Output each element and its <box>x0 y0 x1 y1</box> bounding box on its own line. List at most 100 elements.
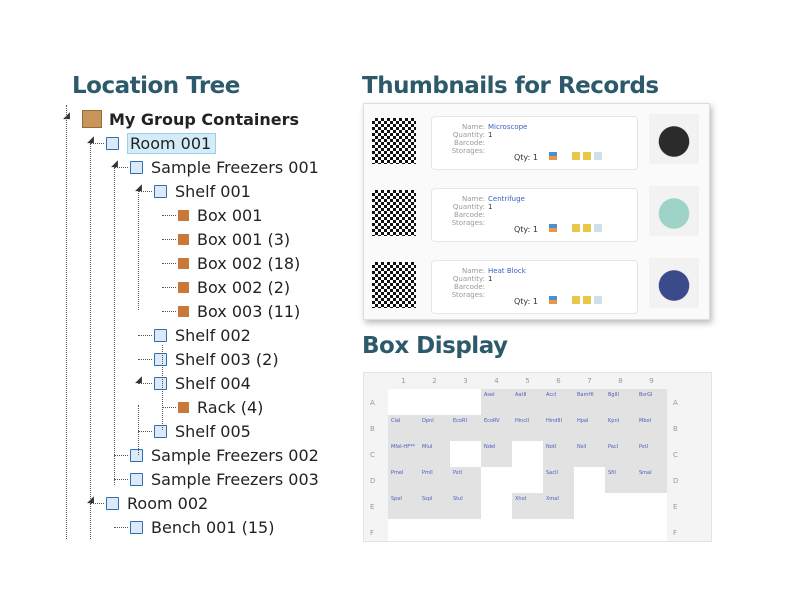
box-cell[interactable] <box>636 493 667 519</box>
box-cell[interactable]: BsrGI <box>636 389 667 415</box>
box-cell[interactable] <box>481 467 512 493</box>
column-label: 5 <box>525 377 530 385</box>
box-cell[interactable]: XhoI <box>512 493 543 519</box>
edit-icon[interactable] <box>572 224 580 232</box>
tree-node-label: My Group Containers <box>109 109 300 129</box>
user-icon[interactable] <box>549 296 557 304</box>
box-cell[interactable] <box>450 519 481 541</box>
box-cell[interactable]: SmaI <box>636 467 667 493</box>
expand-toggle-icon[interactable]: ◢ <box>135 375 142 385</box>
box-cell[interactable]: MfeI-HF** <box>388 441 419 467</box>
tree-node[interactable]: Room 001 <box>106 132 217 154</box>
box-cell[interactable]: PstI <box>450 467 481 493</box>
record-name-link[interactable]: Centrifuge <box>488 195 525 203</box>
box-cell[interactable]: MluI <box>419 441 450 467</box>
expand-toggle-icon[interactable]: ◢ <box>111 159 118 169</box>
box-cell[interactable]: AatII <box>512 389 543 415</box>
box-cell[interactable] <box>388 519 419 541</box>
box-cell[interactable]: HincII <box>512 415 543 441</box>
storages-label: Storages: <box>451 219 485 227</box>
box-cell[interactable]: PstI <box>636 441 667 467</box>
box-cell[interactable]: PmeI <box>388 467 419 493</box>
tree-node[interactable]: Shelf 001 <box>154 180 251 202</box>
box-cell[interactable]: HindIII <box>543 415 574 441</box>
user-icon[interactable] <box>549 224 557 232</box>
box-cell[interactable]: NotI <box>543 441 574 467</box>
row-label: B <box>370 425 375 433</box>
copy-icon[interactable] <box>583 224 591 232</box>
edit-icon[interactable] <box>572 296 580 304</box>
tree-node[interactable]: Shelf 004 <box>154 372 251 394</box>
box-cell[interactable] <box>450 441 481 467</box>
box-cell[interactable] <box>419 519 450 541</box>
box-cell[interactable] <box>512 467 543 493</box>
box-cell[interactable]: KpnI <box>605 415 636 441</box>
box-cell[interactable] <box>605 493 636 519</box>
tree-node[interactable]: Sample Freezers 001 <box>130 156 319 178</box>
tree-node[interactable]: Box 002 (18) <box>178 252 300 274</box>
box-cell[interactable]: MboI <box>636 415 667 441</box>
box-cell[interactable]: AccI <box>543 389 574 415</box>
box-cell[interactable] <box>543 519 574 541</box>
box-cell[interactable]: EcoRI <box>450 415 481 441</box>
tree-node[interactable]: Room 002 <box>106 492 208 514</box>
tree-node[interactable]: Shelf 003 (2) <box>154 348 279 370</box>
tree-node[interactable]: My Group Containers <box>82 108 299 130</box>
tree-node[interactable]: Box 003 (11) <box>178 300 300 322</box>
box-cell[interactable]: HpaI <box>574 415 605 441</box>
box-cell[interactable] <box>450 389 481 415</box>
box-cell[interactable]: StuI <box>450 493 481 519</box>
tree-node[interactable]: Bench 001 (15) <box>130 516 274 538</box>
trash-icon[interactable] <box>594 296 602 304</box>
record-name-link[interactable]: Microscope <box>488 123 528 131</box>
box-cell[interactable]: EcoRV <box>481 415 512 441</box>
box-cell[interactable] <box>636 519 667 541</box>
box-cell[interactable] <box>388 389 419 415</box>
edit-icon[interactable] <box>572 152 580 160</box>
record-row: Name: Heat Block Quantity: 1 Barcode: St… <box>364 252 709 322</box>
box-cell[interactable]: PacI <box>605 441 636 467</box>
trash-icon[interactable] <box>594 152 602 160</box>
tree-node[interactable]: Box 001 (3) <box>178 228 290 250</box>
qty-text: Qty: 1 <box>514 153 538 162</box>
box-cell[interactable]: BamHI <box>574 389 605 415</box>
box-cell[interactable] <box>574 467 605 493</box>
tree-node[interactable]: Box 002 (2) <box>178 276 290 298</box>
expand-toggle-icon[interactable]: ◢ <box>87 135 94 145</box>
box-cell[interactable]: SpeI <box>388 493 419 519</box>
box-cell[interactable]: AseI <box>481 389 512 415</box>
quantity-label: Quantity: <box>452 275 485 283</box>
box-cell[interactable]: DpnI <box>419 415 450 441</box>
user-icon[interactable] <box>549 152 557 160</box>
column-label: 4 <box>494 377 499 385</box>
box-cell[interactable] <box>574 493 605 519</box>
box-cell[interactable]: ClaI <box>388 415 419 441</box>
expand-toggle-icon[interactable]: ◢ <box>135 183 142 193</box>
box-cell[interactable] <box>481 493 512 519</box>
copy-icon[interactable] <box>583 152 591 160</box>
box-cell[interactable]: XmaI <box>543 493 574 519</box>
box-cell[interactable]: BglII <box>605 389 636 415</box>
tree-node[interactable]: Shelf 005 <box>154 420 251 442</box>
tree-node[interactable]: Shelf 002 <box>154 324 251 346</box>
box-cell[interactable]: SfiI <box>605 467 636 493</box>
tree-node[interactable]: Rack (4) <box>178 396 263 418</box>
tree-node[interactable]: Sample Freezers 003 <box>130 468 319 490</box>
box-cell[interactable]: NdeI <box>481 441 512 467</box>
box-cell[interactable]: SacII <box>543 467 574 493</box>
tree-connector <box>162 215 176 216</box>
box-cell[interactable] <box>419 389 450 415</box>
copy-icon[interactable] <box>583 296 591 304</box>
tree-node[interactable]: Box 001 <box>178 204 262 226</box>
tree-node[interactable]: Sample Freezers 002 <box>130 444 319 466</box>
box-cell[interactable] <box>605 519 636 541</box>
box-cell[interactable]: SspI <box>419 493 450 519</box>
box-cell[interactable] <box>512 441 543 467</box>
box-cell[interactable] <box>481 519 512 541</box>
box-cell[interactable]: PmlI <box>419 467 450 493</box>
trash-icon[interactable] <box>594 224 602 232</box>
box-cell[interactable] <box>512 519 543 541</box>
record-name-link[interactable]: Heat Block <box>488 267 526 275</box>
box-cell[interactable]: NsiI <box>574 441 605 467</box>
box-cell[interactable] <box>574 519 605 541</box>
